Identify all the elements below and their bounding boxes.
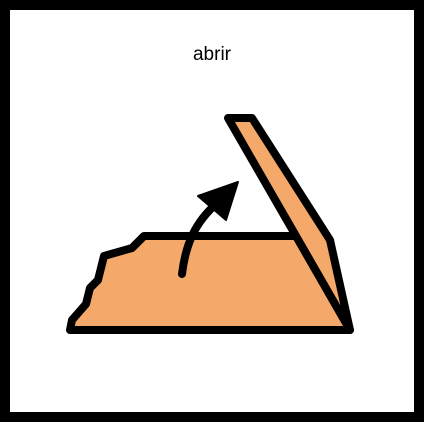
arrow-head [197, 181, 239, 221]
card-label: abrir [192, 44, 231, 65]
arrow-shaft [178, 200, 220, 278]
box-lid-shape [224, 114, 354, 334]
